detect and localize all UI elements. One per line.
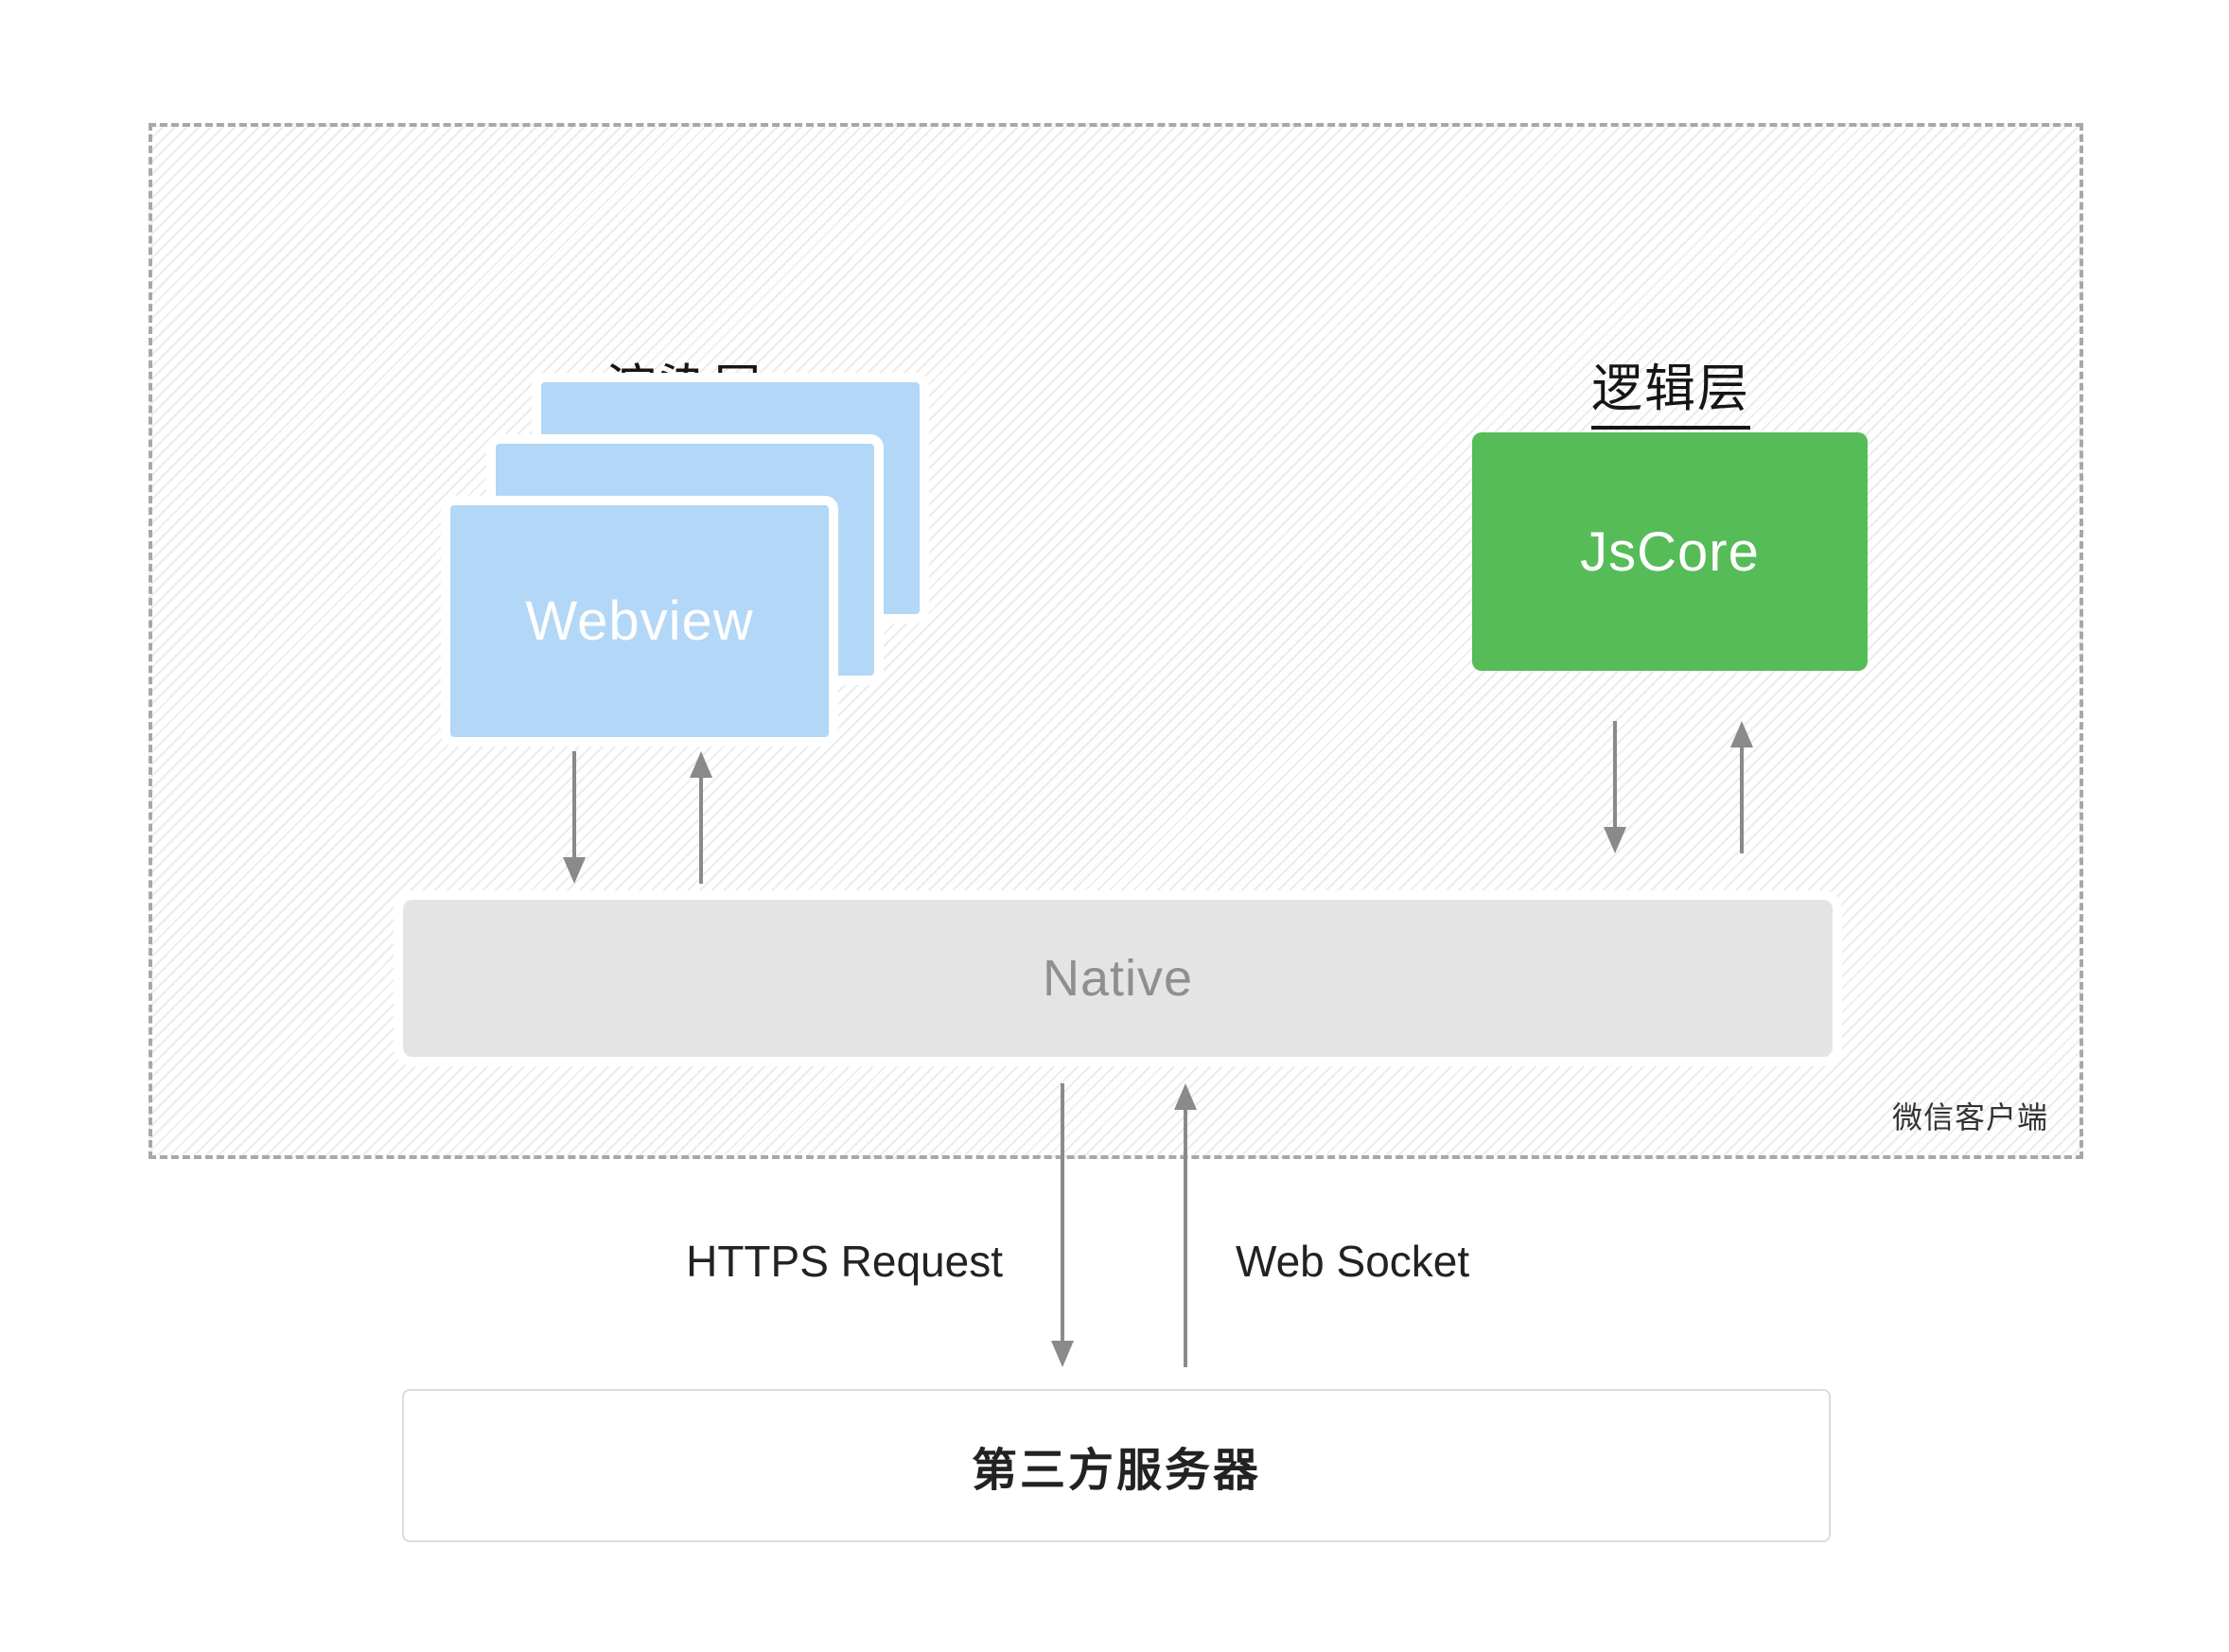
logic-layer-title-underline: 逻辑层	[1591, 346, 1750, 436]
arrow-head-down-icon	[563, 857, 586, 884]
arrow-shaft	[1740, 747, 1744, 853]
arrow-shaft	[572, 751, 576, 857]
third-party-server-label: 第三方服务器	[971, 1446, 1261, 1496]
arrow-shaft	[699, 778, 703, 884]
logic-layer-title: 逻辑层	[1482, 346, 1860, 436]
arrow-jscore-to-native	[1603, 721, 1627, 853]
arrow-shaft	[1061, 1083, 1064, 1341]
jscore-label: JsCore	[1580, 520, 1760, 583]
third-party-server-box: 第三方服务器	[402, 1389, 1831, 1542]
https-request-label: HTTPS Request	[686, 1237, 1003, 1286]
arrow-native-to-jscore	[1729, 721, 1754, 853]
jscore-box: JsCore	[1472, 432, 1868, 671]
arrow-shaft	[1184, 1110, 1187, 1367]
arrow-head-up-icon	[1174, 1083, 1197, 1110]
arrow-native-to-server-https	[1050, 1083, 1075, 1367]
arrow-head-down-icon	[1604, 827, 1626, 853]
native-bar: Native	[403, 900, 1833, 1057]
arrow-webview-to-native	[562, 751, 587, 884]
arrow-shaft	[1613, 721, 1617, 827]
arrow-native-to-webview	[689, 751, 713, 884]
arrow-head-down-icon	[1051, 1341, 1074, 1367]
webview-card-front: Webview	[441, 496, 838, 747]
arrow-server-to-native-websocket	[1173, 1083, 1198, 1367]
web-socket-label: Web Socket	[1236, 1237, 1470, 1286]
arrow-head-up-icon	[690, 751, 712, 778]
logic-layer-title-text: 逻辑层	[1591, 346, 1750, 430]
wechat-client-label: 微信客户端	[1891, 1100, 2048, 1134]
webview-label: Webview	[525, 590, 754, 652]
wechat-client-container: 渲染层 逻辑层 Webview JsCore N	[149, 123, 2083, 1159]
native-label: Native	[1042, 950, 1194, 1007]
arrow-head-up-icon	[1730, 721, 1753, 747]
